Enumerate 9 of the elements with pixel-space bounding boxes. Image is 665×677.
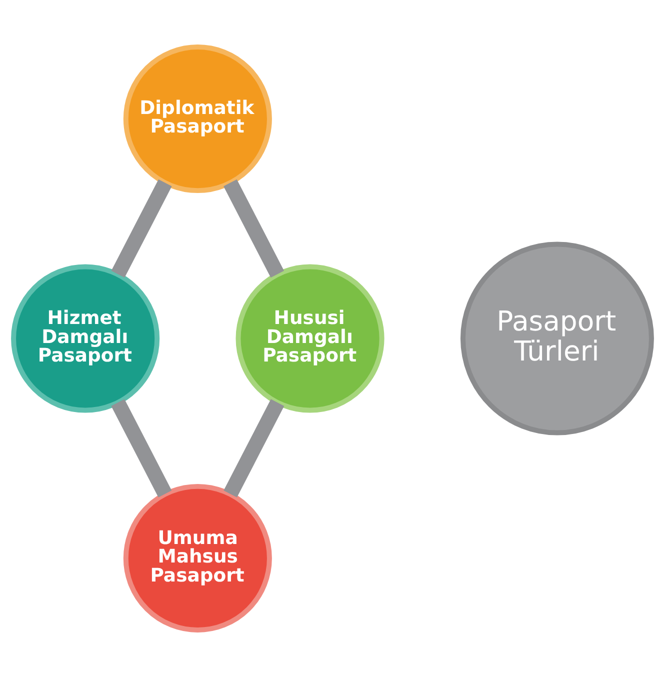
node-circle: Hususi Damgalı Pasaport — [236, 264, 384, 413]
connector — [224, 179, 284, 278]
node-circle: Diplomatik Pasaport — [123, 44, 272, 194]
connector — [111, 399, 172, 498]
node-circle: Pasaport Türleri — [460, 242, 654, 436]
connector — [111, 179, 172, 278]
node-circle: Hizmet Damgalı Pasaport — [11, 264, 160, 413]
node-circle: Umuma Mahsus Pasaport — [123, 484, 272, 632]
connector — [224, 399, 284, 498]
